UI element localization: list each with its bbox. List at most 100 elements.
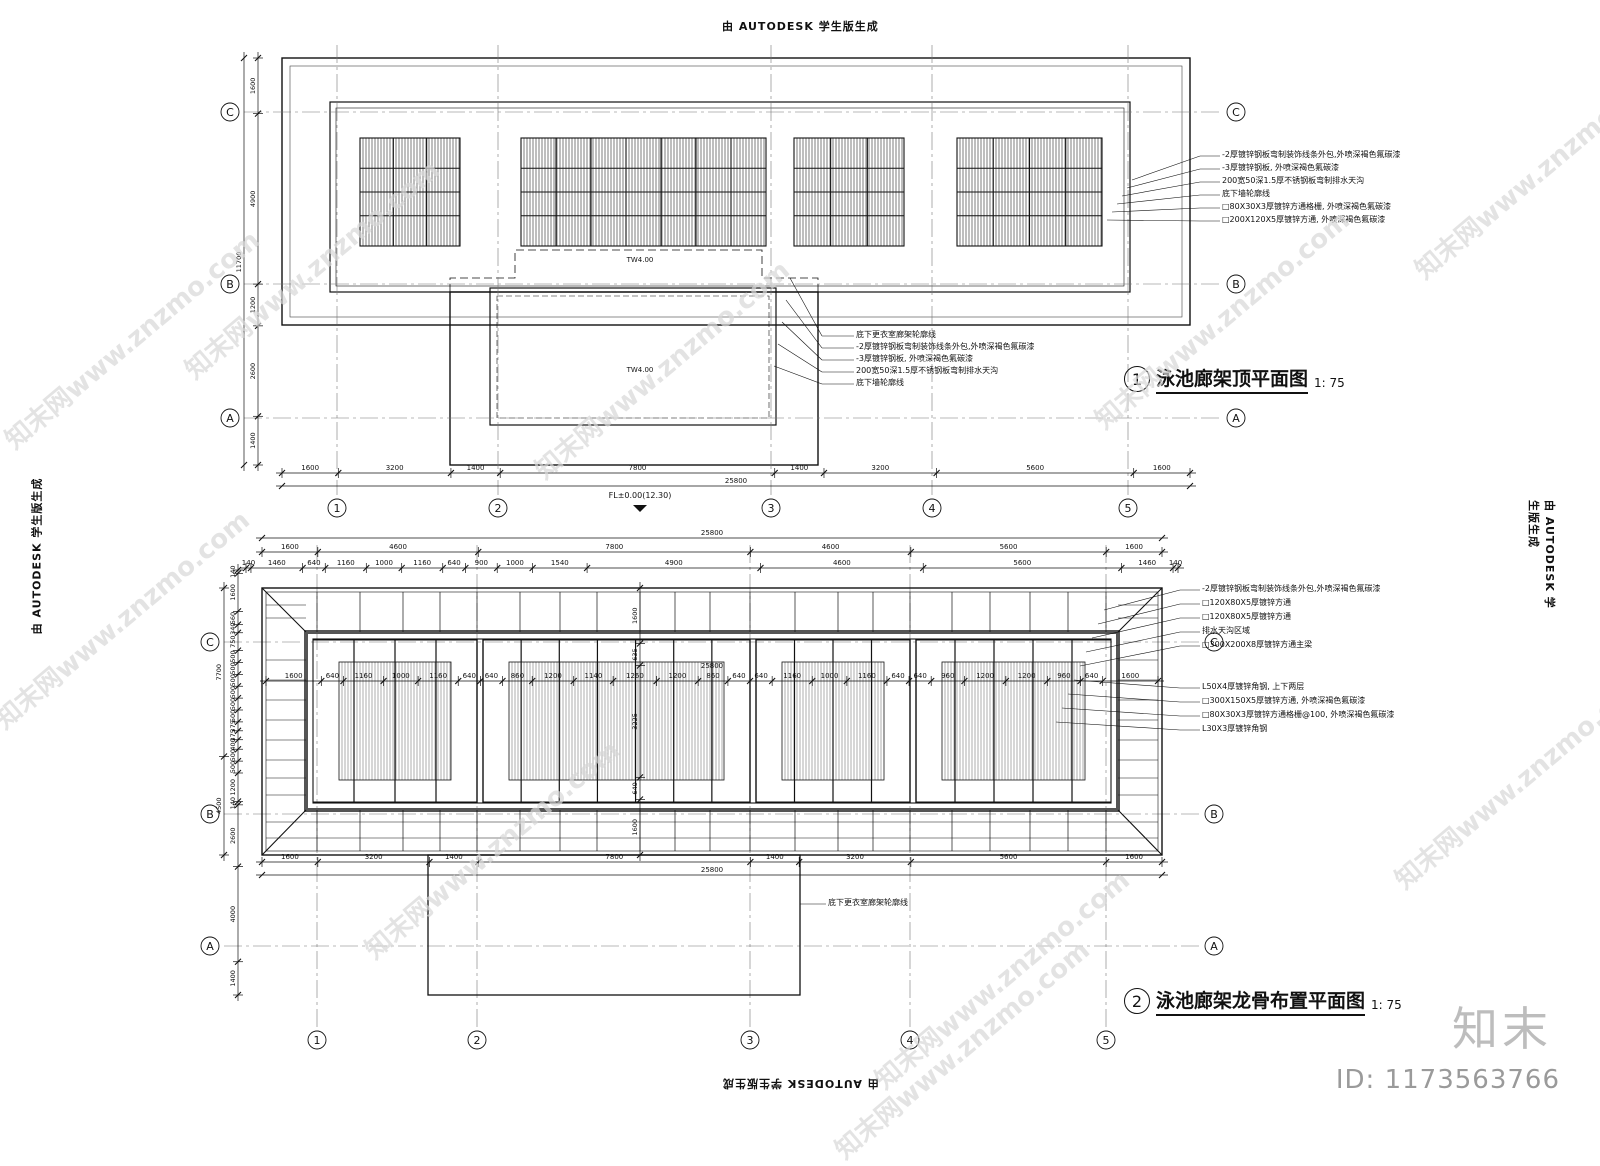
stamp-left: 由 AUTODESK 学生版生成 [30, 477, 44, 635]
plan2-top2-dim-2: 640 [307, 559, 320, 567]
plan2-dim-total: 25800 [701, 866, 723, 874]
plan2-top2-dim-9: 1540 [551, 559, 569, 567]
plan2-hip-line [261, 587, 307, 633]
plan1-note-mid-3: 200宽50深1.5厚不锈钢板弯制排水天沟 [856, 366, 999, 375]
plan2-inner-dim-11: 1200 [669, 672, 687, 680]
stamp-right: 由 AUTODESK 学生版生成 [1527, 500, 1556, 609]
plan1-bubble-col-5-label: 5 [1125, 502, 1132, 515]
dim-tick [278, 482, 286, 490]
plan1-note-mid-2: -3厚镀锌钢板, 外喷深褐色氟碳漆 [856, 354, 974, 363]
plan2-top2-dim-6: 640 [447, 559, 460, 567]
plan2-top2-dim-11: 4600 [833, 559, 851, 567]
plan2-top1-dim-2: 7800 [605, 543, 623, 551]
plan2-inner-dim-8: 1200 [544, 672, 562, 680]
plan2-bubble-row-r-A-label: A [1210, 940, 1218, 953]
plan1-mid-leader [773, 365, 823, 385]
plan1-bubble-row-l-A-label: A [226, 412, 234, 425]
plan1-bubble-col-2-label: 2 [495, 502, 502, 515]
plan2-leader [1103, 589, 1181, 611]
plan2-top2-dim-10: 4900 [665, 559, 683, 567]
plan1-note-right-0: -2厚镀锌钢板弯制装饰线条外包,外喷深褐色氟碳漆 [1222, 150, 1401, 159]
plan2-note-right-2: □120X80X5厚镀锌方通 [1202, 612, 1292, 621]
dim-tick [240, 461, 248, 469]
stamp-top: 由 AUTODESK 学生版生成 [722, 20, 879, 33]
plan2-bubble-col-2-circle [467, 1030, 487, 1050]
plan2-bubble-col-3-circle [740, 1030, 760, 1050]
plan2-note-right-0: -2厚镀锌钢板弯制装饰线条外包,外喷深褐色氟碳漆 [1202, 584, 1381, 593]
plan1-bubble-row-l-C-circle [220, 102, 240, 122]
plan1-bubble-col-1-label: 1 [334, 502, 341, 515]
plan2-left-dim-16: 1200 [229, 779, 237, 796]
fl-mark-triangle [633, 505, 647, 512]
plan1-level-tag: TW4.00 [626, 256, 654, 264]
plan2-note-bottom: 底下更衣室廊架轮廓线 [828, 898, 908, 907]
stamp-bottom: 由 AUTODESK 学生版生成 [722, 1077, 879, 1090]
plan1-bubble-row-r-B-circle [1226, 274, 1246, 294]
plan2-left-dim-13: 400 [229, 738, 237, 750]
plan2-top2-dim-4: 1000 [375, 559, 393, 567]
plan2-inner-dim-13: 640 [732, 672, 745, 680]
plan1-lower-frame [489, 287, 777, 426]
plan2-inner-dim-2: 1160 [355, 672, 373, 680]
plan2-left-big-dim-0: 7700 [215, 664, 223, 681]
plan2-inner-vert-dim-4: 1600 [631, 819, 639, 836]
plan2-inner-dim-24: 640 [1085, 672, 1098, 680]
plan1-fl-mark: FL±0.00(12.30) [609, 491, 672, 500]
plan2-leader [1097, 603, 1181, 625]
plan2-bubble-row-r-C-circle [1204, 632, 1224, 652]
plan2-bay-grille-2 [508, 661, 725, 781]
plan2-inner-dim-15: 1160 [783, 672, 801, 680]
plan2-bubble-row-r-A-circle [1204, 936, 1224, 956]
plan2-bubble-col-2-label: 2 [474, 1034, 481, 1047]
plan1-leader [1121, 181, 1201, 197]
plan2-left-dim-14: 500 [229, 749, 237, 761]
dim-tick [240, 54, 248, 62]
plan1-leader [1131, 155, 1201, 181]
plan1-left-dim-0: 1600 [249, 78, 257, 95]
plan2-top2-dim-14: 140 [1169, 559, 1182, 567]
plan1-bubble-row-r-B-label: B [1232, 278, 1240, 291]
plan2-inner-dim-10: 1260 [626, 672, 644, 680]
plan1-bottom-dim-6: 5600 [1026, 464, 1044, 472]
plan2-note-right-5: L50X4厚镀锌角钢, 上下两层 [1202, 682, 1305, 691]
plan2-top2-dim-0: 140 [242, 559, 255, 567]
plan1-note-mid-1: -2厚镀锌钢板弯制装饰线条外包,外喷深褐色氟碳漆 [856, 342, 1035, 351]
plan2-inner-dim-16: 1000 [821, 672, 839, 680]
plan2-dim-inner-total: 25800 [701, 662, 723, 670]
plan1-bubble-row-l-B-circle [220, 274, 240, 294]
plan1-note-right-2: 200宽50深1.5厚不锈钢板弯制排水天沟 [1222, 176, 1365, 185]
plan1-leader [1111, 207, 1201, 213]
plan2-bubble-row-l-A-label: A [206, 940, 214, 953]
plan1-bottom-dim-2: 1400 [467, 464, 485, 472]
plan2-note-right-1: □120X80X5厚镀锌方通 [1202, 598, 1292, 607]
plan2-left-dim-8: 500 [229, 686, 237, 698]
plan1-note-mid-0: 底下更衣室廊架轮廓线 [856, 330, 936, 339]
plan1-bubble-col-1-circle [327, 498, 347, 518]
plan2-left-big-dim-1: 4500 [215, 797, 223, 814]
plan2-left-dim-20: 1400 [229, 970, 237, 987]
plan2-bubble-row-l-C-label: C [206, 636, 214, 649]
plan2-hip-line [261, 809, 307, 856]
plan2-note-right-8: L30X3厚镀锌角钢 [1202, 724, 1268, 733]
plan2-leader [1073, 679, 1181, 689]
plan2-left-dim-3: 340 [229, 622, 237, 634]
plan2-leader [1061, 707, 1181, 717]
plan1-note-right-1: -3厚镀锌钢板, 外喷深褐色氟碳漆 [1222, 163, 1340, 172]
plan2-note-right-3: 排水天沟区域 [1202, 626, 1250, 635]
plan1-bubble-row-r-C-label: C [1232, 106, 1240, 119]
plan1-scale: 1: 75 [1314, 376, 1345, 390]
plan2-inner-dim-18: 640 [891, 672, 904, 680]
plan1-bubble-col-3-circle [761, 498, 781, 518]
plan1-bubble-col-5-circle [1118, 498, 1138, 518]
plan2-inner-dim-23: 960 [1057, 672, 1070, 680]
plan2-bubble-row-r-B-circle [1204, 804, 1224, 824]
plan2-inner-dim-25: 1600 [1121, 672, 1139, 680]
plan2-hip-line [1117, 587, 1163, 633]
plan1-bubble-col-2-circle [488, 498, 508, 518]
plan1-left-dim-3: 2600 [249, 363, 257, 380]
plan2-inner-dim-12: 860 [706, 672, 719, 680]
plan2-top1-dim-3: 4600 [822, 543, 840, 551]
plan2-left-dim-4: 750 [229, 635, 237, 647]
plan2-inner-vert-dim-1: 635 [631, 648, 639, 660]
